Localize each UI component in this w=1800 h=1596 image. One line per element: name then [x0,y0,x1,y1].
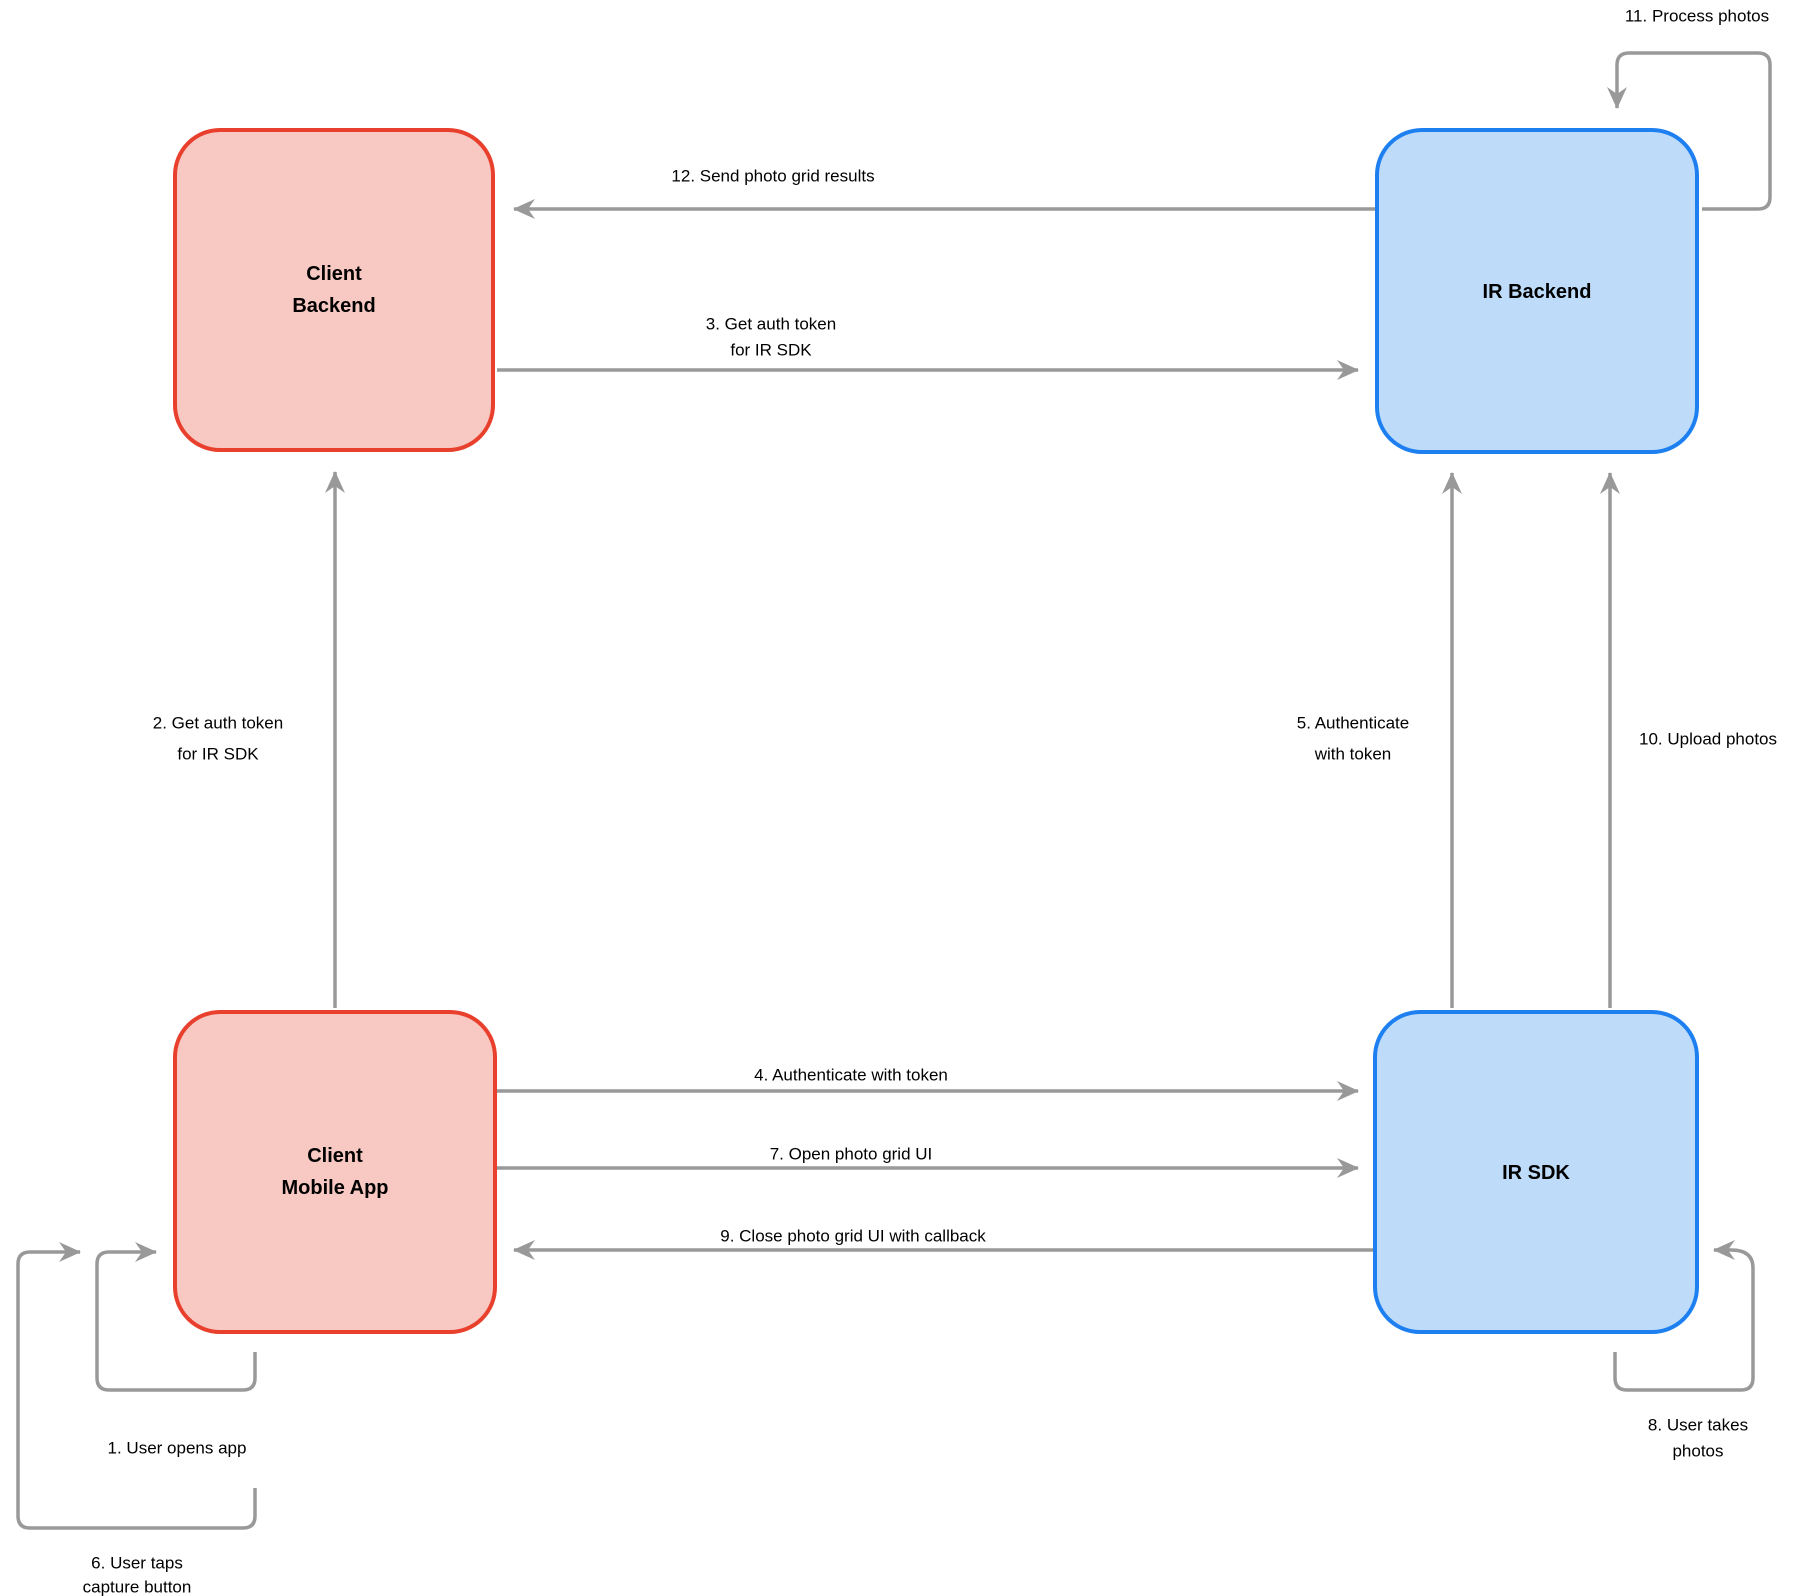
client-backend-node [173,128,495,452]
edge-11-process-photos-loop-arrow [1607,51,1772,211]
client-mobile-app-label-line1: Client [307,1145,363,1167]
edge-3-label-line2: for IR SDK [730,341,812,360]
edge-8-label-line2: photos [1672,1442,1723,1461]
ir-backend-label: IR Backend [1483,281,1592,303]
client-backend-label-line2: Backend [292,295,375,317]
edge-8-label-line1: 8. User takes [1648,1416,1748,1435]
ir-backend-node [1375,128,1699,454]
edge-5-label-line1: 5. Authenticate [1297,714,1409,733]
client-mobile-app-label-line2: Mobile App [281,1177,388,1199]
edge-6-label-line2: capture button [83,1578,192,1596]
edge-2-label-line2: for IR SDK [177,745,259,764]
client-mobile-app-node [173,1010,497,1334]
edge-6-label-line1: 6. User taps [91,1554,183,1573]
edge-6-user-taps-capture-loop-arrow [16,1242,257,1530]
edge-1-user-opens-app-loop-arrow [95,1242,257,1392]
client-backend-label-line1: Client [306,263,362,285]
ir-sdk-node [1373,1010,1699,1334]
edge-9-label: 9. Close photo grid UI with callback [720,1227,986,1246]
edge-11-label: 11. Process photos [1625,7,1769,26]
edge-4-label: 4. Authenticate with token [754,1066,948,1085]
edge-8-user-takes-photos-loop-arrow [1613,1240,1755,1392]
edge-3-label-line1: 3. Get auth token [706,315,836,334]
edge-10-label: 10. Upload photos [1639,730,1777,749]
edge-1-label: 1. User opens app [108,1439,247,1458]
edge-5-label-line2: with token [1314,745,1392,764]
edge-2-label-line1: 2. Get auth token [153,714,283,733]
edge-7-label: 7. Open photo grid UI [770,1145,933,1164]
ir-sdk-label: IR SDK [1502,1162,1570,1184]
edge-12-label: 12. Send photo grid results [671,167,874,186]
